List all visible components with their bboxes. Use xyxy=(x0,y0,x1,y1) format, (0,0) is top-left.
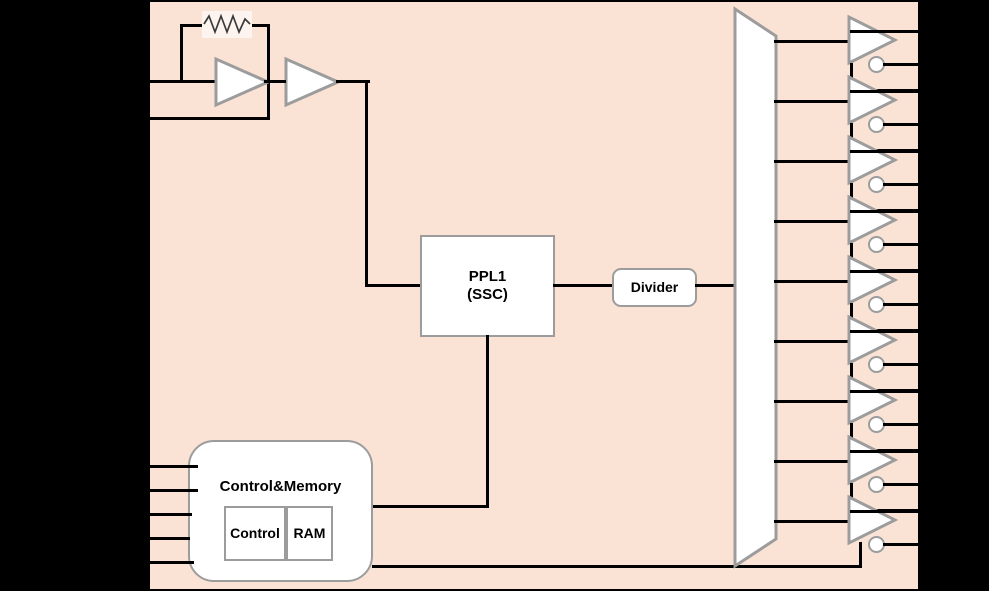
output-buffer-triangle-2 xyxy=(846,74,898,126)
control-input-pin-2-wire xyxy=(148,489,198,492)
fanout-tap-wire-4 xyxy=(774,220,849,223)
control-input-pin-4-wire xyxy=(148,537,190,540)
output-true-wire-5 xyxy=(850,270,920,273)
control-input-pin-3-wire xyxy=(148,513,192,516)
control-memory-title: Control&Memory xyxy=(219,478,342,495)
fanout-tap-wire-3 xyxy=(774,160,849,163)
output-buffer-triangle-9 xyxy=(846,494,898,546)
ram-sub-label: RAM xyxy=(293,524,326,541)
output-comp-wire-4 xyxy=(883,243,920,246)
osc-feedback-top-left-wire xyxy=(180,24,206,27)
osc-output-wire-v xyxy=(365,80,368,286)
osc-to-pll-wire xyxy=(365,284,423,287)
osc-feedback-top-right-wire xyxy=(250,24,270,27)
osc-feedback-left-wire xyxy=(180,24,183,83)
osc-buffer-triangle-2 xyxy=(283,56,341,108)
resistor-zigzag-icon xyxy=(202,11,252,38)
pll-label-line1: PPL1 xyxy=(468,267,507,285)
control-bottom-bus-wire xyxy=(372,565,862,568)
control-sub-label: Control xyxy=(230,524,280,541)
fanout-tap-wire-7 xyxy=(774,400,849,403)
fanout-tap-wire-9 xyxy=(774,520,849,523)
output-buffer-triangle-5 xyxy=(846,254,898,306)
pll-control-stem-wire xyxy=(486,335,489,507)
output-comp-wire-3 xyxy=(883,183,920,186)
output-comp-wire-8 xyxy=(883,483,920,486)
divider-label: Divider xyxy=(630,278,679,295)
output-true-wire-9 xyxy=(850,510,920,513)
pll-to-divider-wire xyxy=(553,284,615,287)
clock-fanout-bus[interactable] xyxy=(732,6,782,569)
output-true-wire-6 xyxy=(850,330,920,333)
control-input-pin-5-wire xyxy=(148,561,194,564)
output-buffer-triangle-8 xyxy=(846,434,898,486)
output-comp-wire-1 xyxy=(883,63,920,66)
control-to-pll-wire xyxy=(372,505,489,508)
osc-feedback-right-wire xyxy=(267,24,270,120)
output-true-wire-8 xyxy=(850,450,920,453)
output-buffer-triangle-7 xyxy=(846,374,898,426)
fanout-tap-wire-6 xyxy=(774,340,849,343)
output-comp-wire-2 xyxy=(883,123,920,126)
output-true-wire-1 xyxy=(850,30,920,33)
fanout-tap-wire-8 xyxy=(774,460,849,463)
output-buffer-triangle-4 xyxy=(846,194,898,246)
fanout-tap-wire-2 xyxy=(774,100,849,103)
control-input-pin-1-wire xyxy=(148,465,198,468)
control-bottom-bus-riser xyxy=(859,542,862,568)
divider-to-bus-wire xyxy=(695,284,740,287)
pll-label-line2: (SSC) xyxy=(467,286,508,303)
fanout-tap-wire-1 xyxy=(774,40,849,43)
osc-feedback-bottom-wire xyxy=(180,117,270,120)
osc-buffer-triangle-1 xyxy=(213,56,271,108)
chip-boundary-panel: PPL1 (SSC) Divider Control&Memory Contro… xyxy=(148,0,920,591)
output-comp-wire-6 xyxy=(883,363,920,366)
osc-interstage-wire xyxy=(264,80,286,83)
output-true-wire-7 xyxy=(850,390,920,393)
pll-block[interactable]: PPL1 (SSC) xyxy=(420,235,555,337)
output-buffer-triangle-3 xyxy=(846,134,898,186)
output-comp-wire-7 xyxy=(883,423,920,426)
control-sub-block[interactable]: Control xyxy=(224,506,286,561)
output-true-wire-4 xyxy=(850,210,920,213)
output-buffer-triangle-1 xyxy=(846,14,898,66)
output-buffer-triangle-6 xyxy=(846,314,898,366)
output-true-wire-2 xyxy=(850,90,920,93)
ram-sub-block[interactable]: RAM xyxy=(286,506,333,561)
output-comp-wire-9 xyxy=(883,543,920,546)
output-true-wire-3 xyxy=(850,150,920,153)
divider-block[interactable]: Divider xyxy=(612,268,697,307)
osc-output-wire-h xyxy=(336,80,368,83)
fanout-tap-wire-5 xyxy=(774,280,849,283)
output-comp-wire-5 xyxy=(883,303,920,306)
